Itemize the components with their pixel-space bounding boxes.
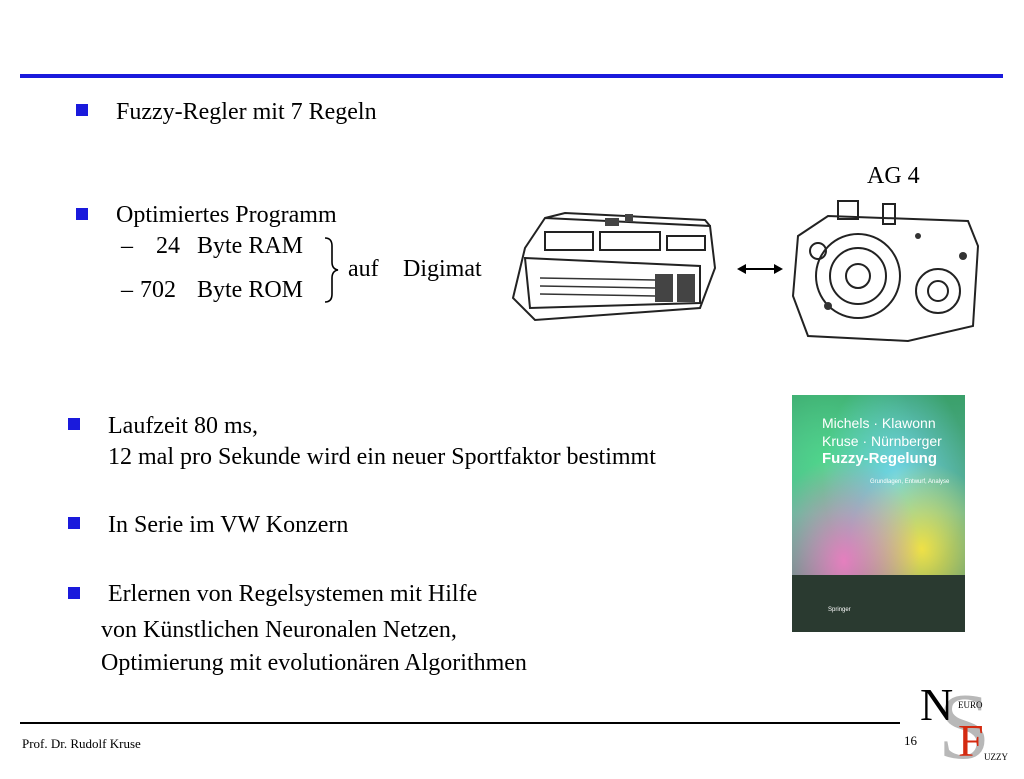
digimat-text: Digimat bbox=[403, 256, 482, 282]
book-authors: Kruse · Nürnberger bbox=[822, 433, 942, 449]
bullet-text: Laufzeit 80 ms, bbox=[108, 413, 258, 439]
bullet-text-continued: 12 mal pro Sekunde wird ein neuer Sportf… bbox=[108, 444, 656, 470]
bullet-text: Fuzzy-Regler mit 7 Regeln bbox=[116, 99, 377, 125]
bullet-marker bbox=[68, 418, 80, 430]
page-number: 16 bbox=[904, 733, 917, 748]
book-title: Fuzzy-Regelung bbox=[822, 450, 937, 467]
rom-dash: – bbox=[121, 277, 133, 303]
curly-brace bbox=[324, 237, 339, 303]
bullet-marker bbox=[76, 208, 88, 220]
bullet-marker bbox=[68, 587, 80, 599]
bullet-text: Erlernen von Regelsystemen mit Hilfe bbox=[108, 581, 478, 607]
double-arrow-icon bbox=[737, 264, 783, 274]
book-publisher: Springer bbox=[828, 607, 851, 613]
footer-rule bbox=[20, 722, 900, 724]
bullet-text-continued: von Künstlichen Neuronalen Netzen, bbox=[101, 617, 457, 643]
bullet-text: In Serie im VW Konzern bbox=[108, 512, 349, 538]
ram-unit: Byte RAM bbox=[197, 233, 304, 259]
ram-value: 24 bbox=[156, 233, 180, 259]
logo-uzzy: UZZY bbox=[984, 752, 1008, 762]
book-authors: Michels · Klawonn bbox=[822, 415, 936, 431]
bullet-text: Optimiertes Programm bbox=[116, 202, 337, 228]
book-cover: Michels · Klawonn Kruse · Nürnberger Fuz… bbox=[792, 395, 965, 632]
bullet-marker bbox=[68, 517, 80, 529]
ag4-label: AG 4 bbox=[867, 163, 920, 189]
cover-bottom-band bbox=[792, 575, 965, 632]
control-unit-drawing bbox=[511, 211, 717, 322]
logo-n: N bbox=[920, 679, 954, 730]
ram-dash: – bbox=[121, 233, 133, 259]
book-subtitle: Grundlagen, Entwurf, Analyse bbox=[870, 479, 950, 485]
logo-f: F bbox=[958, 715, 984, 766]
gearbox-drawing bbox=[791, 200, 980, 343]
bullet-marker bbox=[76, 104, 88, 116]
rom-unit: Byte ROM bbox=[197, 277, 304, 303]
neuro-fuzzy-logo: S N EURO F UZZY bbox=[918, 679, 1018, 774]
rom-value: 702 bbox=[140, 277, 176, 303]
auf-text: auf bbox=[348, 256, 379, 282]
logo-s-glyph: S bbox=[938, 675, 991, 779]
footer-author: Prof. Dr. Rudolf Kruse bbox=[22, 736, 141, 751]
logo-euro: EURO bbox=[958, 700, 983, 710]
header-rule bbox=[20, 74, 1003, 78]
bullet-text-continued: Optimierung mit evolutionären Algorithme… bbox=[101, 650, 527, 676]
